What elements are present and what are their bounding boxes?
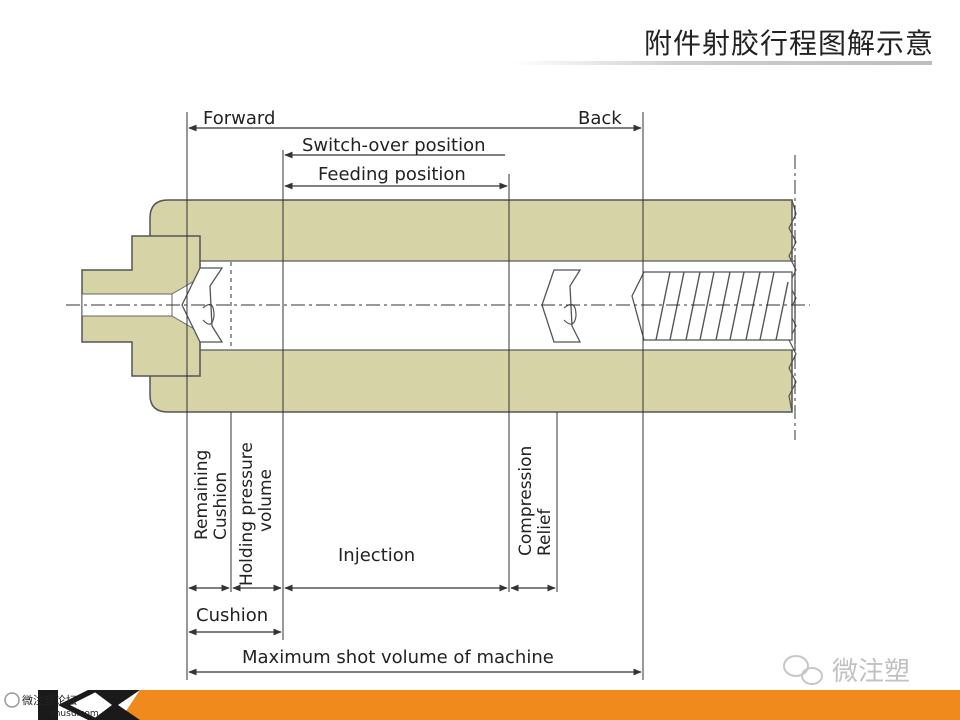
compression-label: Compression bbox=[516, 446, 536, 556]
page-title: 附件射胶行程图解示意 bbox=[643, 27, 934, 60]
footer-arrow-icon bbox=[92, 690, 140, 720]
holding-pressure-label: Holding pressure bbox=[237, 442, 257, 586]
volume-label: volume bbox=[256, 469, 276, 532]
back-label: Back bbox=[578, 108, 622, 129]
feeding-label: Feeding position bbox=[318, 164, 466, 185]
forward-label: Forward bbox=[203, 108, 275, 129]
screw-flights bbox=[631, 271, 793, 341]
forum-watermark: 微注塑论坛 bbox=[22, 693, 77, 707]
site-watermark: zhusu.com bbox=[50, 709, 99, 719]
switch-over-label: Switch-over position bbox=[302, 135, 486, 156]
top-dimensions bbox=[188, 124, 642, 190]
footer-band: 微注塑论坛 zhusu.com bbox=[0, 690, 960, 720]
injection-label: Injection bbox=[338, 545, 415, 566]
remaining-label: Remaining bbox=[192, 450, 212, 540]
nozzle bbox=[81, 235, 201, 377]
watermark-brand: 微注塑 bbox=[832, 657, 910, 687]
relief-label: Relief bbox=[535, 508, 555, 556]
title-underline bbox=[512, 61, 932, 65]
cushion-label: Cushion bbox=[196, 605, 268, 626]
wechat-icon bbox=[783, 655, 823, 685]
cushion-vertical-label: Cushion bbox=[211, 472, 231, 540]
bottom-dimensions bbox=[188, 584, 642, 676]
wechat-watermark: 微注塑 bbox=[783, 655, 910, 687]
reference-lines bbox=[186, 112, 796, 680]
max-shot-label: Maximum shot volume of machine bbox=[242, 647, 554, 668]
